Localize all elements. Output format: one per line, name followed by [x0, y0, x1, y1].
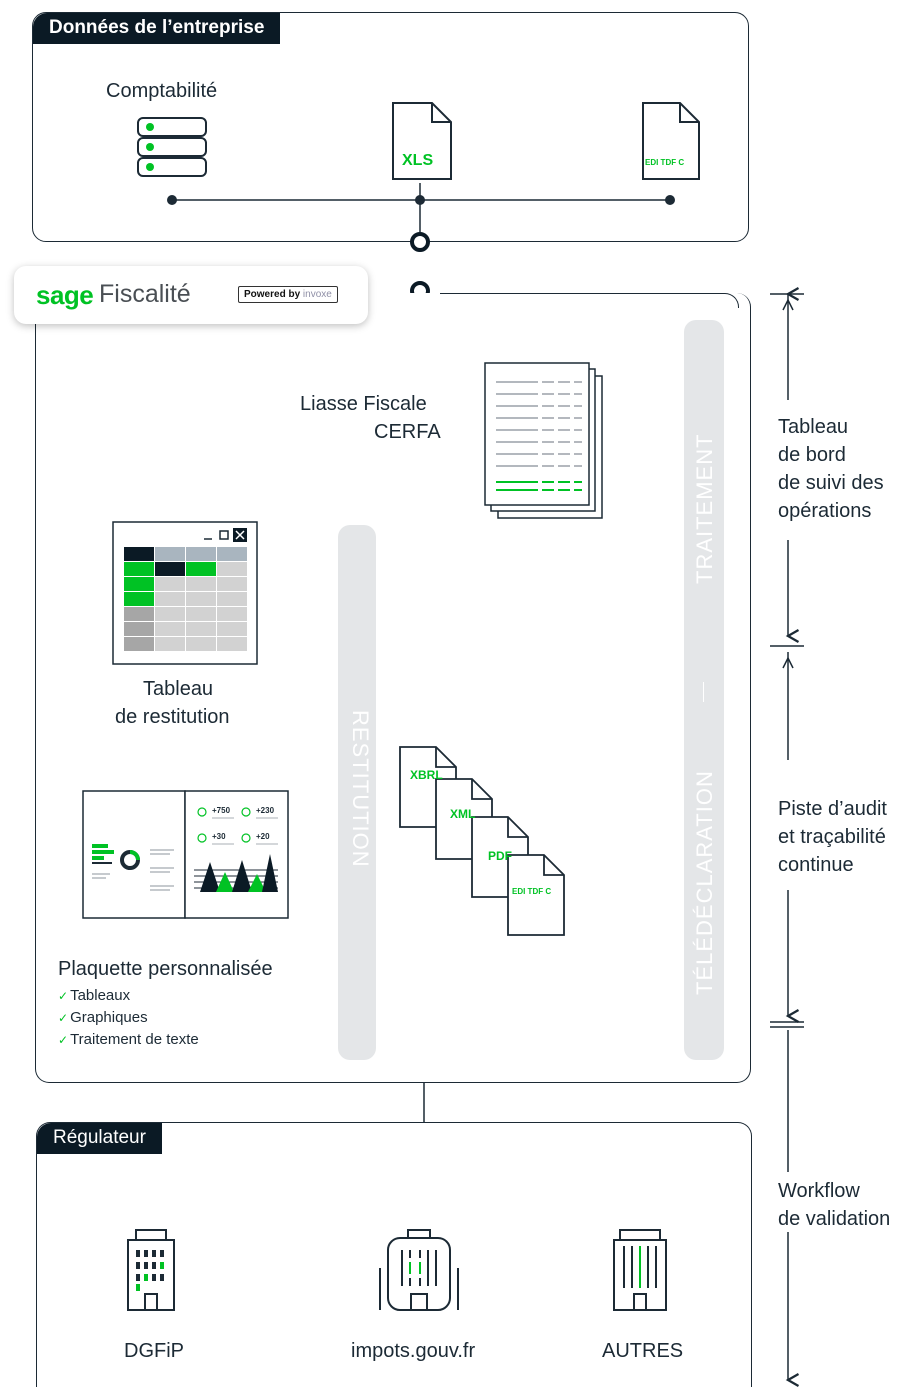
- checklist-item: ✓Graphiques: [58, 1007, 199, 1029]
- piste-audit-line: Piste d’audit: [778, 798, 887, 820]
- check-icon: ✓: [58, 1011, 69, 1025]
- checklist-item-label: Tableaux: [70, 987, 131, 1004]
- tableau-bord-line: opérations: [778, 500, 872, 522]
- checklist-item-label: Graphiques: [70, 1009, 148, 1026]
- edi-file-icon: [642, 102, 700, 180]
- sage-panel-top-border: [440, 293, 739, 308]
- restitution-label-text: de restitution: [115, 706, 230, 728]
- workflow-label: Workflow de validation: [778, 1177, 890, 1233]
- teledeclaration-label: TÉLÉDÉCLARATION: [692, 770, 717, 995]
- target-dgfip: DGFiP: [124, 1340, 184, 1362]
- traitement-label: TRAITEMENT: [692, 433, 717, 584]
- tableau-bord-line: Tableau: [778, 416, 849, 438]
- comptabilite-label: Comptabilité: [106, 80, 218, 102]
- xml-label: XML: [450, 807, 476, 821]
- powered-prefix: Powered by: [244, 289, 301, 300]
- piste-audit-line: continue: [778, 854, 854, 876]
- restitution-band: [338, 525, 376, 1060]
- dgfip-building-icon: [127, 1229, 175, 1311]
- checklist-item-label: Traitement de texte: [70, 1031, 199, 1048]
- server-icon: [137, 117, 207, 177]
- check-icon: ✓: [58, 989, 69, 1003]
- liasse-document-icon: [484, 362, 603, 519]
- liasse-fiscale-label: Liasse Fiscale: [300, 393, 427, 415]
- checklist-item: ✓Tableaux: [58, 985, 199, 1007]
- impots-building-icon: [379, 1229, 459, 1311]
- regulator-tab: Régulateur: [37, 1123, 162, 1154]
- sage-brand: sage: [36, 280, 94, 310]
- sage-main-panel: [35, 293, 751, 1083]
- workflow-line: de validation: [778, 1208, 891, 1230]
- edi-label: EDI TDF C: [645, 158, 685, 167]
- restitution-table-window-icon: [112, 521, 258, 665]
- sage-product-name: Fiscalité: [99, 280, 191, 308]
- xbrl-label: XBRL: [410, 768, 443, 782]
- autres-building-icon: [613, 1229, 667, 1311]
- output-files-stack-icon: [399, 746, 565, 936]
- tableau-label: Tableau: [143, 678, 214, 700]
- workflow-line: Workflow: [778, 1180, 860, 1202]
- stat-230: +230: [256, 806, 275, 815]
- pdf-label: PDF: [488, 849, 512, 863]
- edi-output-label: EDI TDF C: [512, 887, 552, 896]
- stat-20: +20: [256, 832, 270, 841]
- plaquette-checklist: ✓Tableaux ✓Graphiques ✓Traitement de tex…: [58, 985, 199, 1051]
- company-data-tab: Données de l’entreprise: [33, 13, 281, 44]
- target-impots: impots.gouv.fr: [351, 1340, 476, 1362]
- sage-fiscalite-logo: sage Fiscalité Powered by invoxe: [14, 266, 368, 324]
- traitement-band: [684, 320, 724, 1060]
- checklist-item: ✓Traitement de texte: [58, 1029, 199, 1051]
- check-icon: ✓: [58, 1033, 69, 1047]
- plaquette-document-icon: [82, 790, 289, 919]
- tableau-bord-label: Tableau de bord de suivi des opérations: [778, 413, 884, 525]
- xls-label: XLS: [402, 152, 434, 169]
- piste-audit-line: et traçabilité: [778, 826, 886, 848]
- band-divider: [703, 682, 704, 702]
- powered-by-badge: Powered by invoxe: [238, 286, 338, 303]
- stat-750: +750: [212, 806, 231, 815]
- tableau-bord-line: de suivi des: [778, 472, 884, 494]
- stat-30: +30: [212, 832, 226, 841]
- tableau-bord-line: de bord: [778, 444, 846, 466]
- plaquette-title: Plaquette personnalisée: [58, 958, 273, 980]
- powered-brand: invoxe: [302, 289, 332, 300]
- piste-audit-label: Piste d’audit et traçabilité continue: [778, 795, 887, 879]
- target-autres: AUTRES: [602, 1340, 684, 1362]
- cerfa-label: CERFA: [374, 421, 441, 443]
- xls-file-icon: [392, 102, 452, 180]
- restitution-label: RESTITUTION: [348, 710, 373, 868]
